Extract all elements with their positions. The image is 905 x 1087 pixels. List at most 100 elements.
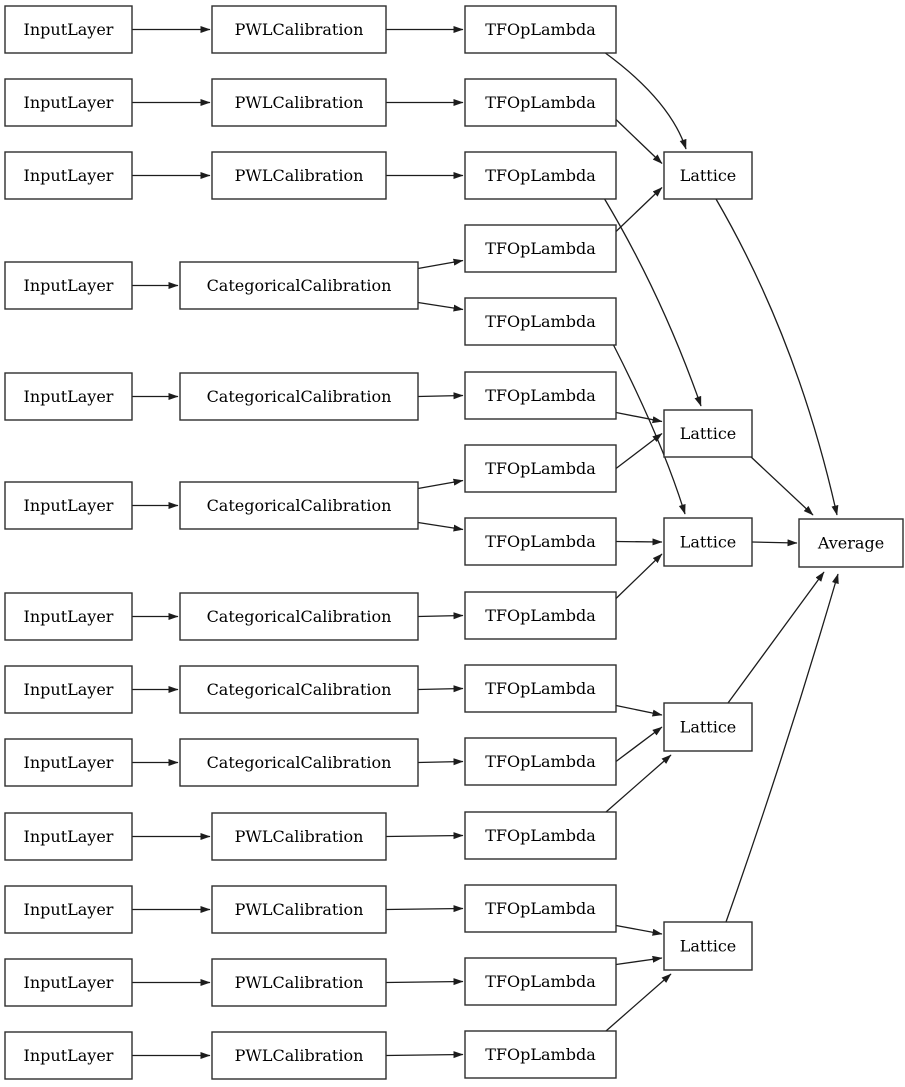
node-tfoplambda-t9: TFOpLambda (464, 664, 617, 713)
node-label: InputLayer (24, 900, 114, 919)
edge-t5-to-lat1 (615, 411, 663, 424)
node-tfoplambda-t12: TFOpLambda (464, 884, 617, 933)
node-box (4, 885, 133, 934)
node-label: TFOpLambda (485, 20, 596, 39)
node-label: InputLayer (24, 496, 114, 515)
node-label: PWLCalibration (235, 973, 364, 992)
node-label: TFOpLambda (485, 93, 596, 112)
node-box (464, 371, 617, 420)
node-label: InputLayer (24, 827, 114, 846)
node-label: PWLCalibration (235, 93, 364, 112)
node-label: Lattice (680, 533, 737, 552)
node-pwlcalibration-cal12: PWLCalibration (211, 1031, 387, 1080)
edge-t11-to-lat3 (605, 754, 672, 813)
node-label: Lattice (680, 166, 737, 185)
node-lattice-lat1: Lattice (663, 409, 753, 458)
node-label: PWLCalibration (235, 827, 364, 846)
node-lattice-lat4: Lattice (663, 921, 753, 971)
node-box (464, 517, 617, 566)
node-categoricalcalibration-cal4: CategoricalCalibration (179, 372, 419, 421)
node-box (179, 665, 419, 714)
node-label: CategoricalCalibration (207, 753, 392, 772)
node-tfoplambda-t10: TFOpLambda (464, 737, 617, 786)
node-tfoplambda-t4: TFOpLambda (464, 297, 617, 346)
node-pwlcalibration-cal0: PWLCalibration (211, 5, 387, 54)
edge-t2-to-lat1 (603, 197, 702, 407)
node-label: TFOpLambda (485, 1045, 596, 1064)
node-label: TFOpLambda (485, 972, 596, 991)
node-box (464, 737, 617, 786)
edge-t0-to-lat0 (603, 51, 687, 150)
node-label: InputLayer (24, 607, 114, 626)
edge-lat3-to-avg (727, 571, 825, 704)
node-label: Lattice (680, 937, 737, 956)
node-inputlayer-in10: InputLayer (4, 885, 133, 934)
node-tfoplambda-t5: TFOpLambda (464, 371, 617, 420)
node-box (4, 261, 133, 310)
node-box (211, 78, 387, 127)
edge-cal4-to-t5 (417, 392, 464, 400)
node-label: InputLayer (24, 387, 114, 406)
edge-t8-to-lat2 (615, 553, 663, 599)
node-label: Lattice (680, 424, 737, 443)
node-box (798, 518, 904, 568)
node-inputlayer-in6: InputLayer (4, 592, 133, 641)
node-box (663, 702, 753, 752)
node-pwlcalibration-cal9: PWLCalibration (211, 812, 387, 861)
node-box (211, 958, 387, 1007)
node-inputlayer-in9: InputLayer (4, 812, 133, 861)
node-box (179, 738, 419, 787)
node-pwlcalibration-cal2: PWLCalibration (211, 151, 387, 200)
node-box (4, 372, 133, 421)
node-box (464, 1030, 617, 1079)
node-box (4, 958, 133, 1007)
node-label: InputLayer (24, 973, 114, 992)
node-label: InputLayer (24, 1046, 114, 1065)
node-label: TFOpLambda (485, 899, 596, 918)
edge-t4-to-lat2 (612, 343, 686, 515)
node-box (179, 592, 419, 641)
node-box (663, 151, 753, 200)
edge-cal3-to-t4 (417, 301, 464, 312)
node-label: PWLCalibration (235, 900, 364, 919)
edge-cal8-to-t10 (417, 758, 464, 766)
edge-t12-to-lat4 (615, 924, 663, 936)
edges-layer (132, 26, 839, 1059)
edge-cal11-to-t13 (385, 978, 464, 986)
node-box (464, 811, 617, 860)
node-box (663, 409, 753, 458)
node-box (464, 957, 617, 1006)
node-label: CategoricalCalibration (207, 387, 392, 406)
node-label: TFOpLambda (485, 459, 596, 478)
node-lattice-lat0: Lattice (663, 151, 753, 200)
edge-lat2-to-avg (751, 539, 798, 547)
node-inputlayer-in5: InputLayer (4, 481, 133, 530)
node-tfoplambda-t6: TFOpLambda (464, 444, 617, 493)
node-label: TFOpLambda (485, 826, 596, 845)
node-label: TFOpLambda (485, 166, 596, 185)
node-box (4, 1031, 133, 1080)
node-tfoplambda-t3: TFOpLambda (464, 224, 617, 273)
node-inputlayer-in4: InputLayer (4, 372, 133, 421)
node-tfoplambda-t13: TFOpLambda (464, 957, 617, 1006)
edge-t3-to-lat0 (615, 187, 663, 232)
node-label: PWLCalibration (235, 166, 364, 185)
node-label: InputLayer (24, 166, 114, 185)
node-inputlayer-in2: InputLayer (4, 151, 133, 200)
node-box (179, 481, 419, 530)
node-tfoplambda-t1: TFOpLambda (464, 78, 617, 127)
node-label: InputLayer (24, 680, 114, 699)
node-box (464, 78, 617, 127)
node-box (464, 224, 617, 273)
edge-cal7-to-t9 (417, 685, 464, 693)
edge-t10-to-lat3 (615, 726, 663, 763)
node-label: Average (817, 534, 884, 553)
node-label: InputLayer (24, 93, 114, 112)
node-inputlayer-in12: InputLayer (4, 1031, 133, 1080)
edge-lat1-to-avg (749, 455, 814, 516)
node-categoricalcalibration-cal8: CategoricalCalibration (179, 738, 419, 787)
node-categoricalcalibration-cal5: CategoricalCalibration (179, 481, 419, 530)
node-box (464, 591, 617, 640)
